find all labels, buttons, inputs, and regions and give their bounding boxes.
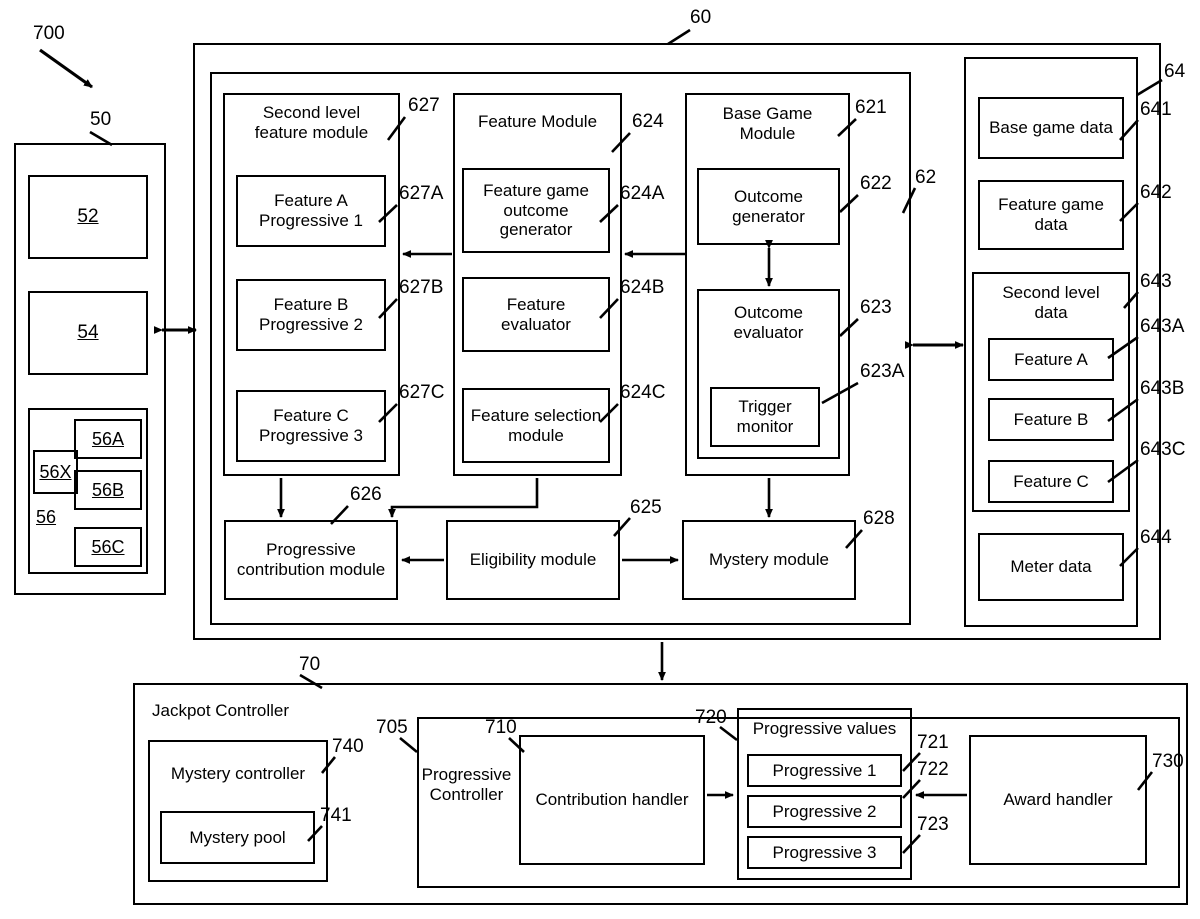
- ref-643b: 643B: [1140, 378, 1185, 399]
- progressive-contribution-module-626: [224, 520, 398, 600]
- progressive-controller-705: [417, 717, 1180, 888]
- ref-62: 62: [915, 167, 937, 188]
- ref-720: 720: [695, 707, 727, 728]
- meter-data-644: [978, 533, 1124, 601]
- second-level-feature-b-643b: [988, 398, 1114, 441]
- ref-624: 624: [632, 111, 664, 132]
- ref-730: 730: [1152, 751, 1184, 772]
- ref-740: 740: [332, 736, 364, 757]
- ref-643a: 643A: [1140, 316, 1185, 337]
- second-level-data-643: [972, 272, 1130, 512]
- second-level-feature-module-627: [223, 93, 400, 476]
- ref-622: 622: [860, 173, 892, 194]
- ref-643: 643: [1140, 271, 1172, 292]
- ref-741: 741: [320, 805, 352, 826]
- ref-625: 625: [630, 497, 662, 518]
- ref-50: 50: [90, 109, 112, 130]
- base-game-module-621: [685, 93, 850, 476]
- ref-623: 623: [860, 297, 892, 318]
- second-level-feature-c-643c: [988, 460, 1114, 503]
- ref-624b: 624B: [620, 277, 665, 298]
- feature-a-progressive-1-627a: [236, 175, 386, 247]
- device-block-52: [28, 175, 148, 259]
- outcome-generator-622: [697, 168, 840, 245]
- trigger-monitor-623a: [710, 387, 820, 447]
- progressive-1-721: [747, 754, 902, 787]
- ref-641: 641: [1140, 99, 1172, 120]
- device-block-56b: [74, 470, 142, 510]
- device-block-56x: [33, 450, 78, 494]
- ref-626: 626: [350, 484, 382, 505]
- progressive-2-722: [747, 795, 902, 828]
- jackpot-controller-title: Jackpot Controller: [152, 701, 290, 720]
- ref-624c: 624C: [620, 382, 666, 403]
- ref-721: 721: [917, 732, 949, 753]
- ref-627c: 627C: [399, 382, 445, 403]
- device-block-54: [28, 291, 148, 375]
- outcome-evaluator-623: [697, 289, 840, 459]
- ref-700: 700: [33, 23, 65, 44]
- mystery-pool-741: [160, 811, 315, 864]
- feature-b-progressive-2-627b: [236, 279, 386, 351]
- ref-621: 621: [855, 97, 887, 118]
- device-group-56: [28, 408, 148, 574]
- feature-module-624: [453, 93, 622, 476]
- ref-628: 628: [863, 508, 895, 529]
- contribution-handler-710: [519, 735, 705, 865]
- ref-644: 644: [1140, 527, 1172, 548]
- eligibility-module-625: [446, 520, 620, 600]
- mystery-controller-740: [148, 740, 328, 882]
- ref-710: 710: [485, 717, 517, 738]
- award-handler-730: [969, 735, 1147, 865]
- ref-723: 723: [917, 814, 949, 835]
- ref-60: 60: [690, 7, 712, 28]
- feature-game-data-642: [978, 180, 1124, 250]
- feature-evaluator-624b: [462, 277, 610, 352]
- feature-c-progressive-3-627c: [236, 390, 386, 462]
- base-game-data-641: [978, 97, 1124, 159]
- device-group-56-label: 56: [36, 507, 57, 527]
- ref-722: 722: [917, 759, 949, 780]
- ref-624a: 624A: [620, 183, 665, 204]
- ref-623a: 623A: [860, 361, 905, 382]
- mystery-module-628: [682, 520, 856, 600]
- ref-705: 705: [376, 717, 408, 738]
- ref-70: 70: [299, 654, 321, 675]
- ref-643c: 643C: [1140, 439, 1186, 460]
- feature-selection-module-624c: [462, 388, 610, 463]
- progressive-3-723: [747, 836, 902, 869]
- ref-627: 627: [408, 95, 440, 116]
- ref-627a: 627A: [399, 183, 444, 204]
- ref-64: 64: [1164, 61, 1186, 82]
- device-block-56a: [74, 419, 142, 459]
- feature-game-outcome-generator-624a: [462, 168, 610, 253]
- second-level-feature-a-643a: [988, 338, 1114, 381]
- jackpot-controller-70: [133, 683, 1188, 905]
- device-block-56c: [74, 527, 142, 567]
- ref-642: 642: [1140, 182, 1172, 203]
- ref-627b: 627B: [399, 277, 444, 298]
